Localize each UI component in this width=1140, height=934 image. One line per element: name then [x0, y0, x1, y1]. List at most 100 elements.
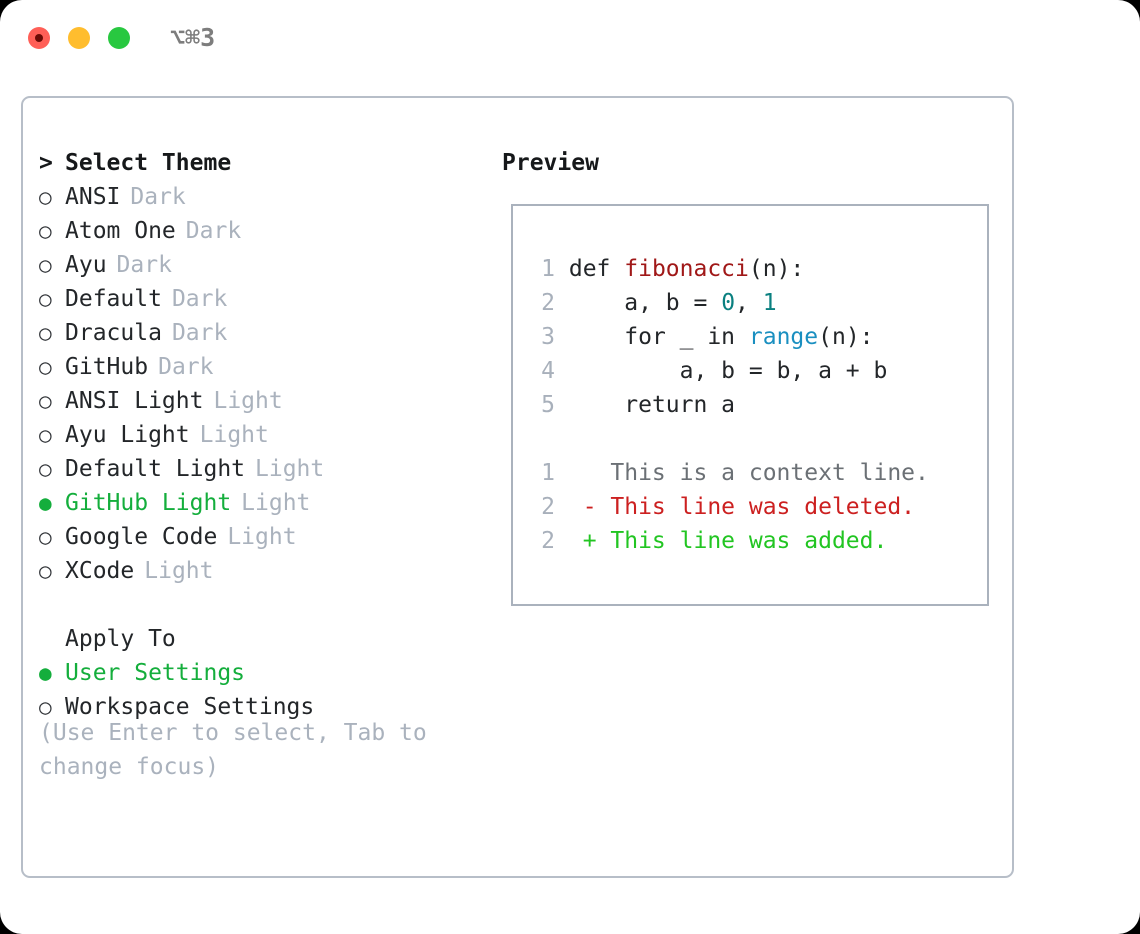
theme-option-variant: Light [199, 422, 269, 448]
diff-marker: - [555, 494, 611, 520]
theme-option-github-light[interactable]: ● GitHub Light Light [39, 486, 479, 520]
theme-option-google-code[interactable]: ○ Google Code Light [39, 520, 479, 554]
theme-option-default-light[interactable]: ○ Default Light Light [39, 452, 479, 486]
code-token-num: 0 [721, 290, 736, 316]
theme-option-label: Ayu [65, 252, 107, 278]
diff-line-added: 2 + This line was added. [533, 524, 929, 558]
diff-marker: + [555, 528, 611, 554]
keyboard-shortcut-label: ⌥⌘3 [170, 23, 216, 52]
theme-option-xcode[interactable]: ○ XCode Light [39, 554, 479, 588]
theme-option-variant: Dark [158, 354, 214, 380]
theme-option-ansi-light[interactable]: ○ ANSI Light Light [39, 384, 479, 418]
theme-option-label: GitHub Light [65, 490, 232, 516]
theme-option-label: Atom One [65, 218, 176, 244]
line-gutter-space [555, 256, 569, 282]
line-number: 3 [541, 324, 555, 350]
maximize-window-button[interactable] [108, 27, 130, 49]
radio-unselected-icon[interactable]: ○ [39, 423, 52, 447]
code-token-plain: def [568, 256, 625, 282]
theme-option-ayu[interactable]: ○ Ayu Dark [39, 248, 479, 282]
close-window-button[interactable] [28, 27, 50, 49]
theme-option-variant: Dark [171, 286, 228, 312]
radio-unselected-icon[interactable]: ○ [39, 525, 52, 549]
line-number: 4 [541, 358, 555, 384]
line-gutter-space [555, 324, 569, 350]
theme-option-variant: Light [227, 524, 297, 550]
theme-option-label: Default [65, 286, 162, 312]
apply-to-option-label: Workspace Settings [65, 694, 315, 720]
line-number: 5 [541, 392, 555, 418]
theme-option-variant: Light [255, 456, 325, 482]
theme-option-label: ANSI [65, 184, 121, 210]
minimize-window-button[interactable] [68, 27, 90, 49]
theme-list-header-label: Select Theme [65, 150, 232, 176]
theme-option-label: XCode [65, 558, 135, 584]
code-token-num: 1 [762, 290, 777, 316]
theme-option-variant: Light [241, 490, 311, 516]
theme-option-variant: Dark [185, 218, 242, 244]
theme-option-ansi[interactable]: ○ ANSI Dark [39, 180, 479, 214]
theme-option-variant: Dark [116, 252, 172, 278]
line-number: 2 [541, 290, 555, 316]
theme-option-atom-one[interactable]: ○ Atom One Dark [39, 214, 479, 248]
theme-option-label: GitHub [65, 354, 149, 380]
theme-option-github[interactable]: ○ GitHub Dark [39, 350, 479, 384]
diff-line-text: This line was deleted. [610, 494, 916, 520]
code-token-call: range [748, 324, 819, 350]
radio-unselected-icon[interactable]: ○ [39, 185, 52, 209]
theme-option-variant: Light [144, 558, 214, 584]
radio-unselected-icon[interactable]: ○ [39, 321, 52, 345]
radio-unselected-icon[interactable]: ○ [39, 695, 52, 719]
theme-option-label: Default Light [65, 456, 246, 482]
code-line: 3 for _ in range(n): [533, 320, 929, 354]
theme-option-dracula[interactable]: ○ Dracula Dark [39, 316, 479, 350]
radio-unselected-icon[interactable]: ○ [39, 287, 52, 311]
apply-to-option-label: User Settings [65, 660, 246, 686]
radio-unselected-icon[interactable]: ○ [39, 457, 52, 481]
theme-option-label: Dracula [65, 320, 162, 346]
radio-unselected-icon[interactable]: ○ [39, 219, 52, 243]
line-number: 1 [541, 460, 555, 486]
apply-to-list: Apply To ● User Settings ○ Workspace Setting… [39, 622, 479, 724]
radio-unselected-icon[interactable]: ○ [39, 355, 52, 379]
theme-option-variant: Dark [130, 184, 186, 210]
theme-option-ayu-light[interactable]: ○ Ayu Light Light [39, 418, 479, 452]
radio-unselected-icon[interactable]: ○ [39, 253, 52, 277]
line-number: 2 [541, 528, 555, 554]
code-blank-line [533, 422, 929, 456]
theme-option-variant: Dark [171, 320, 228, 346]
line-gutter-space [555, 290, 569, 316]
title-bar: ⌥⌘3 [0, 0, 1140, 78]
code-token-plain: for _ in [568, 324, 749, 350]
diff-line-deleted: 2 - This line was deleted. [533, 490, 929, 524]
radio-unselected-icon[interactable]: ○ [39, 389, 52, 413]
theme-option-label: ANSI Light [65, 388, 204, 414]
theme-option-label: Ayu Light [65, 422, 190, 448]
apply-to-option-user-settings[interactable]: ● User Settings [39, 656, 479, 690]
line-number: 1 [541, 256, 555, 282]
line-gutter-space [555, 392, 569, 418]
line-gutter-space [555, 358, 569, 384]
theme-option-default[interactable]: ○ Default Dark [39, 282, 479, 316]
preview-title: Preview [502, 150, 599, 176]
radio-selected-icon[interactable]: ● [39, 491, 52, 515]
apply-to-option-workspace-settings[interactable]: ○ Workspace Settings [39, 690, 479, 724]
diff-line-context: 1 This is a context line. [533, 456, 929, 490]
preview-column: Preview [502, 146, 1002, 180]
code-line: 5 return a [533, 388, 929, 422]
diff-line-text: This line was added. [610, 528, 888, 554]
line-number: 2 [541, 494, 555, 520]
diff-marker [555, 460, 610, 486]
theme-option-label: Google Code [65, 524, 218, 550]
radio-selected-icon[interactable]: ● [39, 661, 52, 685]
apply-to-header: Apply To [39, 622, 479, 656]
apply-to-header-label: Apply To [65, 626, 176, 652]
theme-option-variant: Light [213, 388, 283, 414]
radio-unselected-icon[interactable]: ○ [39, 559, 52, 583]
code-token-plain: a, b = b, a + b [568, 358, 888, 384]
